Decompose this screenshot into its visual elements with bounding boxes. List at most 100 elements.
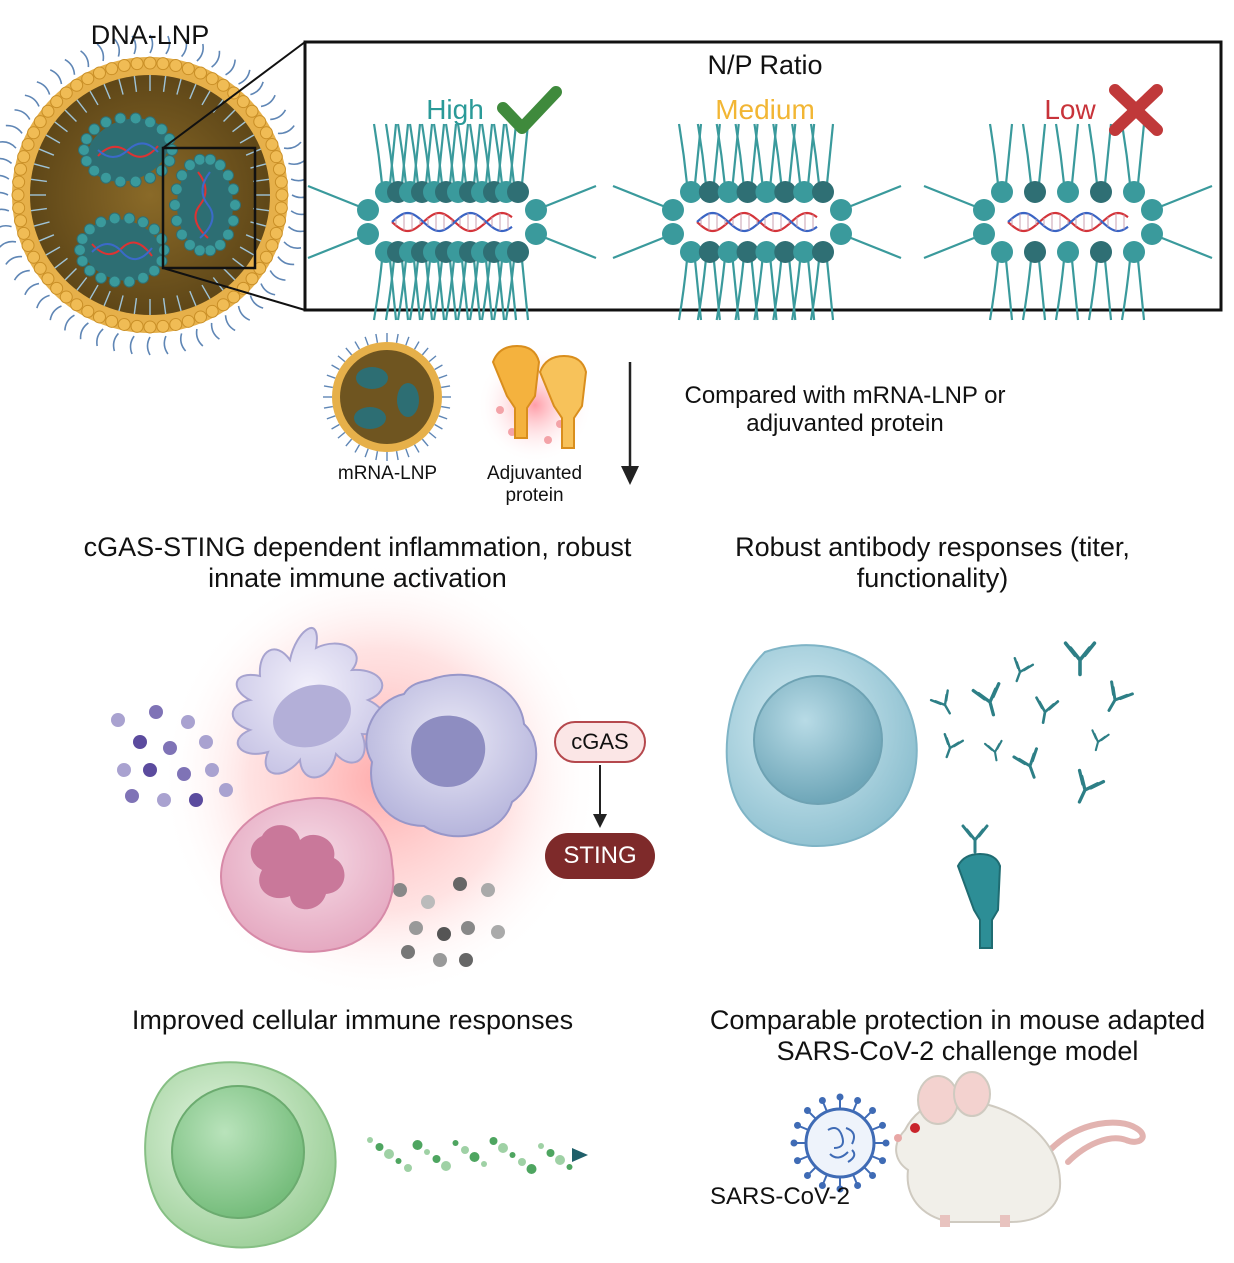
complex-lipid: [184, 159, 196, 172]
lipid-head: [525, 223, 547, 245]
inner-lipid-tail: [33, 221, 50, 227]
cgas-badge: [554, 721, 646, 763]
peg-chain: [237, 305, 251, 321]
cytokine-grey: [437, 927, 451, 941]
inner-lipid-tail: [103, 290, 111, 307]
spike-head: [869, 1106, 877, 1114]
shell-lipid: [21, 137, 35, 151]
peg-chain: [337, 355, 346, 363]
lipid-head: [507, 241, 529, 263]
complex-lipid: [214, 159, 226, 172]
inner-lipid-tail: [250, 221, 267, 227]
peg-chain: [331, 364, 340, 371]
cytokine-purple: [117, 763, 131, 777]
lipid-tail: [388, 123, 398, 185]
peg-chain: [80, 50, 90, 68]
inner-lipid-tail: [176, 78, 182, 95]
cytokine-grey: [421, 895, 435, 909]
complex-lipid: [88, 123, 101, 136]
inner-lipid-tail: [45, 246, 61, 256]
lipid-tail: [1004, 123, 1014, 185]
inner-lipid-tail: [162, 75, 167, 92]
adjuvant-particle: [496, 406, 504, 414]
shell-lipid: [12, 175, 26, 189]
cytokine-grey: [409, 921, 423, 935]
peg-chain: [283, 141, 302, 150]
lipid-head: [736, 241, 759, 263]
peg-chain: [238, 69, 251, 85]
lipid-tail: [696, 259, 707, 321]
cytokine-purple: [149, 705, 163, 719]
mouse: [894, 1071, 1146, 1227]
complex-lipid: [100, 116, 112, 129]
antibody-icon: [1013, 656, 1035, 683]
lipid-head: [1057, 181, 1079, 203]
shell-lipid: [205, 72, 219, 86]
complex-lipid: [80, 154, 93, 167]
complex-lipid: [137, 216, 149, 229]
lipid-tail: [769, 123, 778, 185]
peg-chain: [249, 295, 264, 309]
lipid-tail: [750, 259, 759, 321]
shell-lipid: [11, 188, 25, 202]
peg-chain: [129, 335, 135, 355]
peg-chain: [345, 438, 353, 447]
cytokine-purple: [133, 735, 147, 749]
peg-chain: [131, 35, 137, 55]
peg-chain: [96, 328, 104, 347]
shell-lipid: [216, 298, 230, 312]
lipid-tail: [408, 259, 420, 321]
lipid-tail: [424, 259, 434, 321]
spike-head: [818, 1097, 826, 1105]
mrna-lnp-icon: [323, 333, 451, 461]
complex-lipid: [76, 254, 89, 267]
inner-lipid-tail: [64, 109, 77, 122]
peg-chain: [112, 332, 120, 352]
dna-lnp-particle: [0, 34, 311, 356]
lipid-head: [1141, 199, 1163, 221]
inner-lipid-tail: [133, 298, 138, 315]
lipid-tail: [480, 123, 492, 185]
peg-chain: [441, 385, 451, 389]
sars-cov-2-virus: [790, 1093, 890, 1193]
cytokine-green: [375, 1143, 384, 1151]
shell-lipid: [259, 250, 273, 264]
peg-chain: [179, 333, 187, 352]
lipid-tail: [484, 123, 494, 185]
shell-lipid: [27, 250, 41, 264]
lipid-head: [991, 241, 1013, 263]
lipid-tail: [412, 259, 422, 321]
lipid-tail: [809, 123, 821, 185]
peg-chain: [211, 50, 221, 68]
inner-lipid-tail: [103, 83, 111, 100]
cytokine-grey: [453, 877, 467, 891]
lipid-tail: [396, 123, 408, 185]
inner-lipid-tail: [54, 121, 68, 133]
shell-lipid: [181, 314, 195, 328]
complex-lipid: [155, 254, 168, 267]
lipid-tail: [1136, 123, 1146, 185]
lipid-tail: [508, 259, 518, 321]
shell-lipid: [81, 72, 95, 86]
lipid-tail: [791, 259, 802, 321]
lipid-tail: [825, 259, 835, 321]
complex-lipid: [204, 244, 217, 257]
peg-chain: [421, 438, 429, 447]
shell-lipid: [70, 298, 84, 312]
complex-lipid: [114, 112, 127, 125]
inner-lipid-tail: [30, 178, 47, 183]
inner-lipid-tail: [89, 90, 99, 106]
inner-lipid-tail: [201, 284, 211, 300]
peg-chain: [395, 333, 399, 343]
lipid-tail: [1054, 259, 1066, 321]
inner-lipid-tail: [38, 234, 55, 242]
lipid-head: [698, 241, 721, 263]
lipid-tail: [492, 123, 504, 185]
lipid-tail: [504, 259, 516, 321]
inner-lipid-tail: [189, 83, 197, 100]
cellular-title: Improved cellular immune responses: [131, 1005, 574, 1035]
cgas-sting-arrow: [593, 765, 607, 828]
shell-lipid: [33, 115, 47, 129]
shell-lipid: [194, 310, 208, 324]
cytokine-grey: [481, 883, 495, 897]
